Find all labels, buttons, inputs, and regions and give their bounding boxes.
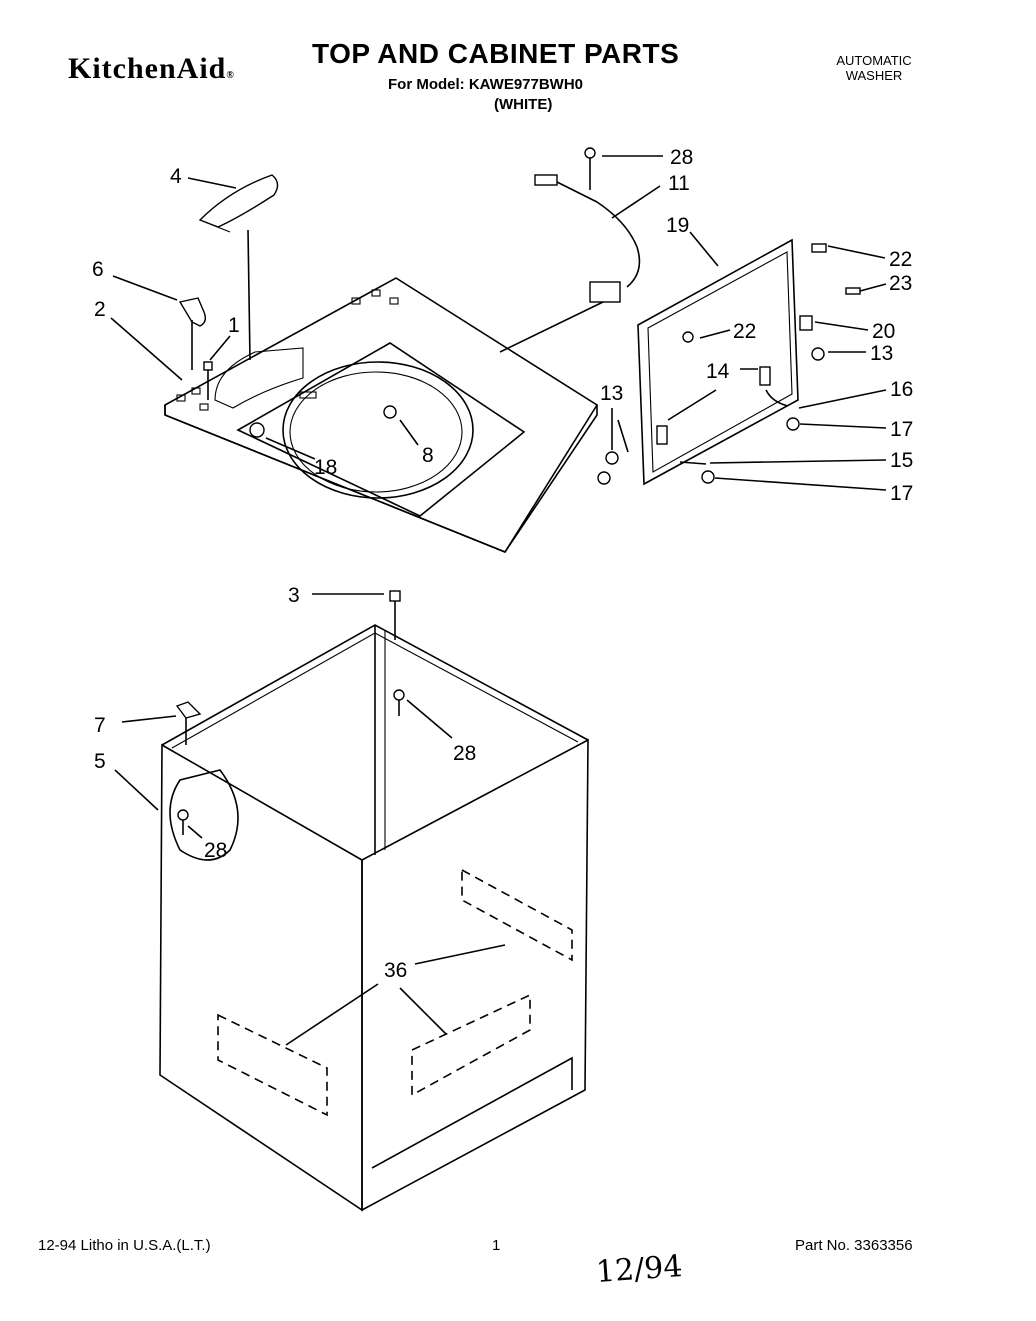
product-type: AUTOMATIC WASHER <box>820 53 928 83</box>
callout-22-inner: 22 <box>733 320 756 343</box>
callout-6: 6 <box>92 258 104 281</box>
callout-18: 18 <box>314 456 337 479</box>
callout-8: 8 <box>422 444 434 467</box>
cabinet-pads <box>217 868 573 1117</box>
callout-23: 23 <box>889 272 912 295</box>
callout-2: 2 <box>94 298 106 321</box>
grommet-part <box>249 422 265 438</box>
product-type-line-2: WASHER <box>845 68 903 83</box>
callout-4: 4 <box>170 165 182 188</box>
callout-15: 15 <box>890 449 913 472</box>
cabinet-part <box>159 624 589 1212</box>
callout-14: 14 <box>706 360 730 383</box>
callout-17-lower: 17 <box>890 482 913 505</box>
page-number: 1 <box>492 1237 501 1254</box>
top-screw-part <box>383 405 397 419</box>
callout-19: 19 <box>666 214 689 237</box>
callout-36: 36 <box>384 959 407 982</box>
callout-7: 7 <box>94 714 106 737</box>
page-title: TOP AND CABINET PARTS <box>312 38 680 69</box>
print-date: 12-94 Litho in U.S.A.(L.T.) <box>38 1237 211 1254</box>
callout-13-right: 13 <box>870 342 893 365</box>
model-line: For Model: KAWE977BWH0 <box>388 76 584 93</box>
screw-28-top-part <box>584 147 596 190</box>
callout-20: 20 <box>872 320 895 343</box>
lid-switch-harness-part <box>499 174 641 353</box>
callouts: 4 6 2 1 8 18 28 11 19 22 23 22 20 13 14 … <box>92 146 913 982</box>
callout-17-upper: 17 <box>890 418 913 441</box>
washer-top <box>164 277 599 553</box>
handwritten-date-note: 12/94 <box>594 1249 684 1290</box>
part-number: Part No. 3363356 <box>795 1237 913 1254</box>
callout-5: 5 <box>94 750 106 773</box>
product-type-line-1: AUTOMATIC <box>836 53 912 68</box>
callout-11: 11 <box>668 172 690 195</box>
callout-28-top: 28 <box>670 146 693 169</box>
cabinet-clip-parts <box>175 590 405 745</box>
callout-16: 16 <box>890 378 913 401</box>
callout-22-right: 22 <box>889 248 912 271</box>
callout-1: 1 <box>228 314 240 337</box>
callout-28-side: 28 <box>204 839 227 862</box>
color-variant: (WHITE) <box>494 96 553 113</box>
brand-wordmark: KitchenAid <box>68 52 227 85</box>
brand-logo: KitchenAid® <box>68 52 235 86</box>
callout-3: 3 <box>288 584 300 607</box>
leader-lines <box>110 155 887 1046</box>
lid-hinge-clip-part <box>178 297 207 327</box>
hinge-screw-part <box>203 361 213 400</box>
lid-frame-part <box>637 238 799 486</box>
callout-28-cabinet: 28 <box>453 742 476 765</box>
lid-gasket-part <box>198 174 279 233</box>
callout-13-left: 13 <box>600 382 623 405</box>
registered-mark: ® <box>226 70 235 81</box>
frame-fasteners <box>597 243 861 485</box>
